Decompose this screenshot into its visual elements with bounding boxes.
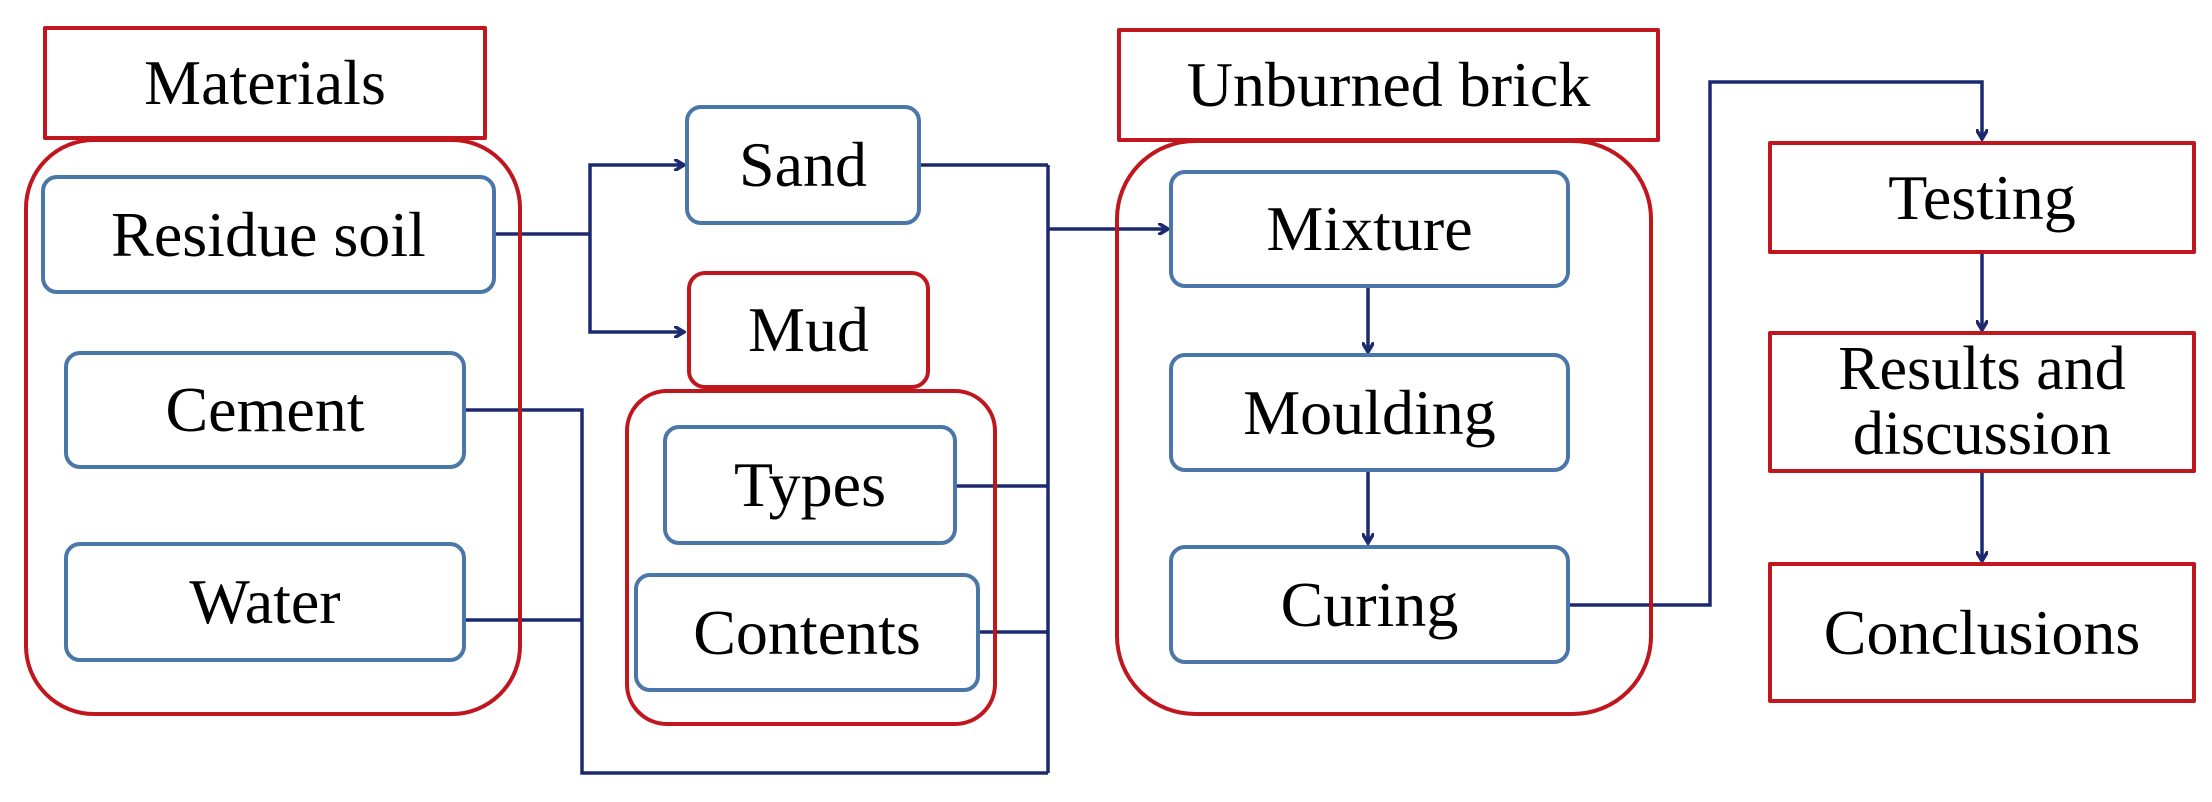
mud-node: Mud — [687, 271, 930, 389]
materials-group — [24, 138, 522, 716]
water-node: Water — [64, 542, 466, 662]
unburned-brick-title: Unburned brick — [1117, 28, 1660, 142]
cement-node: Cement — [64, 351, 466, 469]
connector-to-mud — [588, 234, 684, 332]
mud-group — [625, 389, 997, 726]
results-line-1: Results and — [1838, 334, 2126, 403]
curing-node: Curing — [1169, 545, 1570, 664]
contents-node: Contents — [634, 573, 980, 692]
sand-node: Sand — [685, 105, 921, 225]
results-and-discussion-node: Results and discussion — [1768, 331, 2196, 473]
moulding-node: Moulding — [1169, 353, 1570, 472]
mixture-node: Mixture — [1169, 170, 1570, 288]
connector-curing-to-testing — [1570, 80, 1982, 607]
materials-title: Materials — [43, 26, 487, 140]
connector-to-sand — [588, 165, 684, 234]
conclusions-node: Conclusions — [1768, 562, 2196, 703]
results-line-2: discussion — [1852, 400, 2112, 468]
connector-cement — [466, 408, 1048, 775]
residue-soil-node: Residue soil — [41, 175, 496, 294]
types-node: Types — [663, 425, 957, 545]
testing-node: Testing — [1768, 141, 2196, 254]
